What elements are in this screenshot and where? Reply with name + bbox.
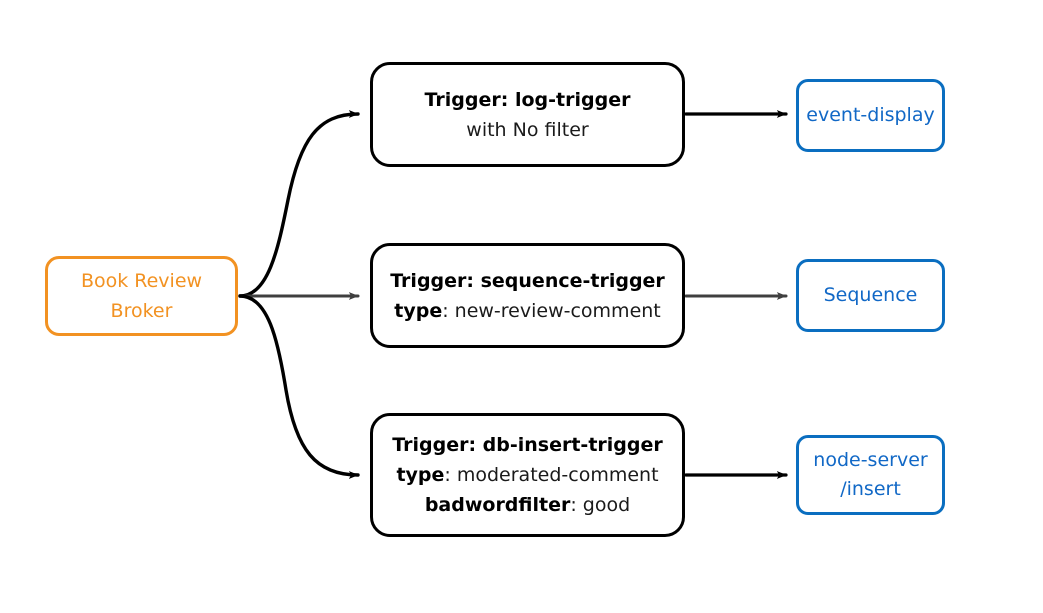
db-insert-trigger-line-3: badwordfilter: good (425, 490, 630, 520)
node-node-server-insert[interactable]: node-server /insert (796, 435, 945, 515)
node-server-line-2: /insert (840, 478, 901, 500)
sequence-trigger-line-1-bold: Trigger: sequence-trigger (390, 269, 665, 292)
db-insert-trigger-line-2: type: moderated-comment (396, 460, 658, 490)
node-log-trigger[interactable]: Trigger: log-trigger with No filter (370, 62, 685, 167)
node-sequence-trigger[interactable]: Trigger: sequence-trigger type: new-revi… (370, 243, 685, 348)
db-insert-trigger-line-1-bold: Trigger: db-insert-trigger (392, 434, 663, 456)
log-trigger-line-2: with No filter (466, 115, 588, 145)
sequence-trigger-line-2-normal: : new-review-comment (442, 299, 661, 322)
log-trigger-line-1: Trigger: log-trigger (425, 85, 631, 115)
node-source-line-2: Broker (110, 300, 173, 322)
edge-broker-to-db-insert-trigger (238, 294, 360, 479)
db-insert-trigger-line-3-normal: : good (570, 494, 631, 516)
sequence-trigger-line-2: type: new-review-comment (394, 296, 661, 326)
node-db-insert-trigger[interactable]: Trigger: db-insert-trigger type: moderat… (370, 413, 685, 537)
db-insert-trigger-line-2-bold: type (396, 464, 445, 486)
node-book-review-broker[interactable]: Book Review Broker (45, 256, 238, 336)
edge-broker-to-log-trigger (238, 110, 360, 298)
log-trigger-line-2-normal: with No filter (466, 118, 589, 141)
node-event-display[interactable]: event-display (796, 79, 945, 152)
node-sequence[interactable]: Sequence (796, 259, 945, 332)
sequence-trigger-line-1: Trigger: sequence-trigger (390, 266, 665, 296)
node-source-line-1: Book Review (80, 270, 203, 292)
db-insert-trigger-line-1: Trigger: db-insert-trigger (392, 430, 663, 460)
node-server-line-1: node-server (813, 449, 928, 471)
sequence-trigger-line-2-bold: type (394, 299, 443, 322)
sequence-line-1: Sequence (823, 284, 918, 306)
db-insert-trigger-line-2-normal: : moderated-comment (444, 464, 659, 486)
event-display-line-1: event-display (806, 104, 935, 126)
log-trigger-line-1-bold: Trigger: log-trigger (424, 88, 631, 111)
db-insert-trigger-line-3-bold: badwordfilter (424, 494, 571, 516)
